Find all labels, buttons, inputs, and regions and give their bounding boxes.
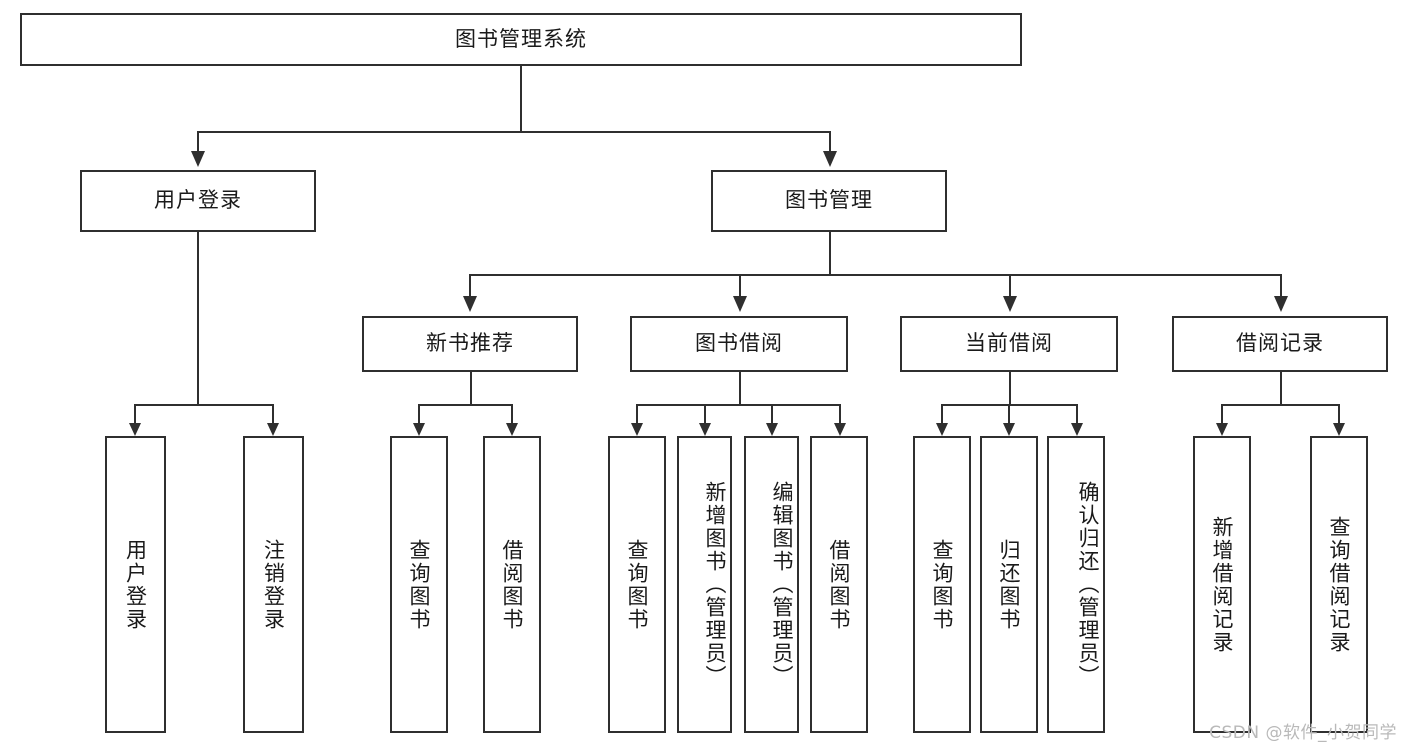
leaf-confirm-return-label: 确认归还（管理员） xyxy=(1076,481,1100,688)
edge-user-login-bus xyxy=(134,404,274,406)
leaf-borrow-book[interactable]: 借阅图书 xyxy=(810,436,868,733)
arrow-nb-to-leaf1 xyxy=(413,423,425,436)
arrow-bb-to-leaf1 xyxy=(631,423,643,436)
leaf-query-book-current-label: 查询图书 xyxy=(930,538,954,631)
edge-bm-to-current-borrow xyxy=(1009,274,1011,296)
edge-cb-to-leaf1 xyxy=(941,404,943,424)
leaf-add-book-label: 新增图书（管理员） xyxy=(703,481,727,688)
edge-new-book-trunk xyxy=(470,372,472,405)
node-book-manage[interactable]: 图书管理 xyxy=(711,170,947,232)
arrow-ul-to-leaf1 xyxy=(129,423,141,436)
edge-root-bus xyxy=(197,131,831,133)
arrow-bb-to-leaf2 xyxy=(699,423,711,436)
leaf-borrow-book-recommend[interactable]: 借阅图书 xyxy=(483,436,541,733)
arrow-nb-to-leaf2 xyxy=(506,423,518,436)
arrow-root-to-user-login xyxy=(191,151,205,167)
arrow-root-to-book-manage xyxy=(823,151,837,167)
edge-book-borrow-trunk xyxy=(739,372,741,405)
node-book-manage-label: 图书管理 xyxy=(785,188,873,213)
node-user-login-label: 用户登录 xyxy=(154,188,242,213)
leaf-query-book-current[interactable]: 查询图书 xyxy=(913,436,971,733)
leaf-query-book-recommend[interactable]: 查询图书 xyxy=(390,436,448,733)
arrow-bb-to-leaf3 xyxy=(766,423,778,436)
edge-bm-to-new-book xyxy=(469,274,471,296)
leaf-user-login-label: 用户登录 xyxy=(123,538,148,631)
leaf-confirm-return[interactable]: 确认归还（管理员） xyxy=(1047,436,1105,733)
edge-current-borrow-trunk xyxy=(1009,372,1011,405)
leaf-logout-label: 注销登录 xyxy=(261,538,286,631)
node-root[interactable]: 图书管理系统 xyxy=(20,13,1022,66)
edge-book-borrow-bus xyxy=(636,404,841,406)
edge-root-trunk xyxy=(520,66,522,132)
node-root-label: 图书管理系统 xyxy=(455,26,587,51)
edge-book-manage-bus xyxy=(469,274,1281,276)
edge-ul-to-leaf1 xyxy=(134,404,136,424)
arrow-bm-to-new-book xyxy=(463,296,477,312)
arrow-br-to-leaf1 xyxy=(1216,423,1228,436)
arrow-cb-to-leaf3 xyxy=(1071,423,1083,436)
node-current-borrow[interactable]: 当前借阅 xyxy=(900,316,1118,372)
leaf-query-book-recommend-label: 查询图书 xyxy=(407,538,431,631)
arrow-ul-to-leaf2 xyxy=(267,423,279,436)
leaf-query-borrow-record[interactable]: 查询借阅记录 xyxy=(1310,436,1368,733)
arrow-bm-to-book-borrow xyxy=(733,296,747,312)
node-user-login[interactable]: 用户登录 xyxy=(80,170,316,232)
leaf-borrow-book-label: 借阅图书 xyxy=(827,538,851,631)
edge-book-manage-trunk xyxy=(829,232,831,275)
arrow-bb-to-leaf4 xyxy=(834,423,846,436)
edge-cb-to-leaf2 xyxy=(1008,404,1010,424)
edge-user-login-trunk xyxy=(197,232,199,405)
leaf-add-book[interactable]: 新增图书（管理员） xyxy=(677,436,732,733)
edge-bb-to-leaf1 xyxy=(636,404,638,424)
edge-bb-to-leaf4 xyxy=(839,404,841,424)
node-new-book-recommend-label: 新书推荐 xyxy=(426,331,514,356)
edge-bm-to-book-borrow xyxy=(739,274,741,296)
edge-new-book-bus xyxy=(418,404,512,406)
arrow-cb-to-leaf2 xyxy=(1003,423,1015,436)
leaf-return-book[interactable]: 归还图书 xyxy=(980,436,1038,733)
node-new-book-recommend[interactable]: 新书推荐 xyxy=(362,316,578,372)
edge-root-to-book-manage xyxy=(829,131,831,151)
leaf-query-book-borrow[interactable]: 查询图书 xyxy=(608,436,666,733)
edge-bb-to-leaf3 xyxy=(771,404,773,424)
arrow-bm-to-current-borrow xyxy=(1003,296,1017,312)
edge-bb-to-leaf2 xyxy=(704,404,706,424)
leaf-add-borrow-record[interactable]: 新增借阅记录 xyxy=(1193,436,1251,733)
node-book-borrow[interactable]: 图书借阅 xyxy=(630,316,848,372)
leaf-add-borrow-record-label: 新增借阅记录 xyxy=(1210,515,1234,654)
edge-cb-to-leaf3 xyxy=(1076,404,1078,424)
leaf-edit-book-label: 编辑图书（管理员） xyxy=(770,481,794,688)
leaf-logout[interactable]: 注销登录 xyxy=(243,436,304,733)
node-book-borrow-label: 图书借阅 xyxy=(695,331,783,356)
leaf-return-book-label: 归还图书 xyxy=(997,538,1021,631)
arrow-cb-to-leaf1 xyxy=(936,423,948,436)
arrow-br-to-leaf2 xyxy=(1333,423,1345,436)
leaf-borrow-book-recommend-label: 借阅图书 xyxy=(500,538,524,631)
edge-nb-to-leaf2 xyxy=(511,404,513,424)
leaf-query-book-borrow-label: 查询图书 xyxy=(625,538,649,631)
edge-root-to-user-login xyxy=(197,131,199,151)
edge-nb-to-leaf1 xyxy=(418,404,420,424)
arrow-bm-to-borrow-record xyxy=(1274,296,1288,312)
edge-br-to-leaf1 xyxy=(1221,404,1223,424)
edge-bm-to-borrow-record xyxy=(1280,274,1282,296)
node-borrow-record-label: 借阅记录 xyxy=(1236,331,1324,356)
edge-ul-to-leaf2 xyxy=(272,404,274,424)
edge-br-to-leaf2 xyxy=(1338,404,1340,424)
leaf-query-borrow-record-label: 查询借阅记录 xyxy=(1327,515,1351,654)
node-borrow-record[interactable]: 借阅记录 xyxy=(1172,316,1388,372)
leaf-edit-book[interactable]: 编辑图书（管理员） xyxy=(744,436,799,733)
edge-borrow-record-trunk xyxy=(1280,372,1282,405)
node-current-borrow-label: 当前借阅 xyxy=(965,331,1053,356)
leaf-user-login[interactable]: 用户登录 xyxy=(105,436,166,733)
edge-borrow-record-bus xyxy=(1221,404,1339,406)
